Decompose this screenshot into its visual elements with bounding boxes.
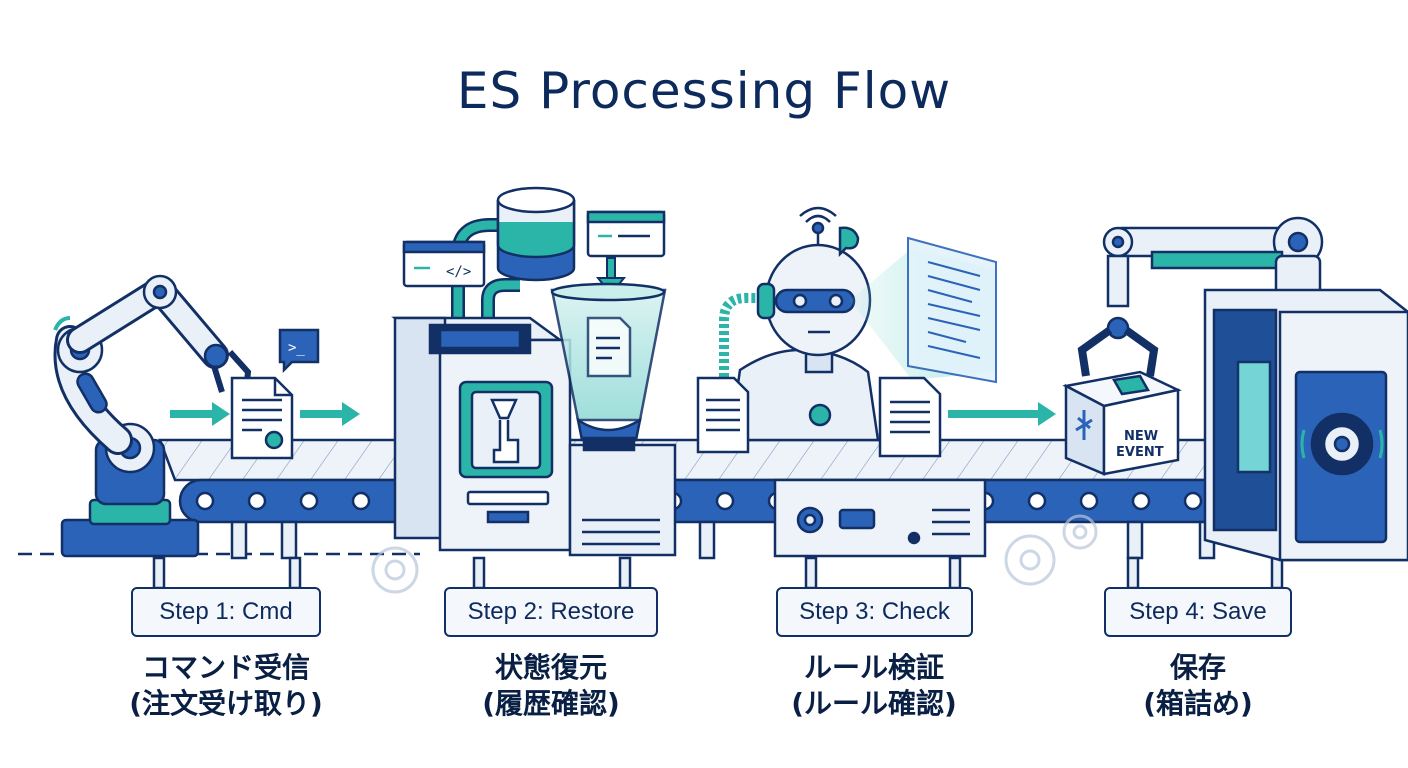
step-4-jp-subtitle: (箱詰め) [1143, 687, 1253, 720]
belt-roller [299, 491, 319, 511]
belt-rollers [195, 491, 1255, 511]
restore-machine [391, 218, 677, 557]
step-4-label: Step 4: Save [1104, 587, 1292, 637]
step-2-jp-subtitle: (履歴確認) [482, 687, 620, 720]
check-console [773, 478, 987, 558]
step-4-description: 保存 (箱詰め) [1068, 650, 1328, 722]
check-document-icon [696, 376, 942, 458]
box-label-line1: NEW [1124, 429, 1158, 444]
step-1-jp-subtitle: (注文受け取り) [129, 687, 323, 720]
database-icon [496, 186, 576, 282]
step-2-description: 状態復元 (履歴確認) [421, 650, 681, 722]
flow-arrow [170, 402, 1056, 426]
order-document-icon [230, 376, 294, 460]
step-1-jp-title: コマンド受信 [141, 651, 310, 684]
storage-vault [1203, 288, 1408, 562]
step-3-jp-title: ルール検証 [803, 651, 944, 684]
rulebook-screen [907, 236, 997, 384]
step-3-jp-subtitle: (ルール確認) [791, 687, 957, 720]
belt-roller [351, 491, 371, 511]
step-1-description: コマンド受信 (注文受け取り) [96, 650, 356, 722]
step-3-label: Step 3: Check [776, 587, 973, 637]
robot-inspector [719, 221, 880, 442]
belt-roller [1079, 491, 1099, 511]
belt-roller [1131, 491, 1151, 511]
box-label-line2: EVENT [1116, 445, 1164, 460]
glass-vessel [550, 282, 667, 452]
svg-text:</>: </> [446, 264, 471, 280]
step-4-jp-title: 保存 [1169, 651, 1226, 684]
step-2-jp-title: 状態復元 [494, 651, 607, 684]
step-3-description: ルール検証 (ルール確認) [744, 650, 1004, 722]
page-title: ES Processing Flow [456, 62, 952, 120]
belt-roller [715, 491, 735, 511]
svg-text:>_: >_ [288, 340, 305, 356]
gear-icon [371, 514, 1098, 594]
belt-roller [247, 491, 267, 511]
belt-roller [1027, 491, 1047, 511]
step-1-label: Step 1: Cmd [131, 587, 321, 637]
terminal-icon: >_ [278, 328, 320, 374]
event-box: NEW EVENT [1062, 370, 1182, 476]
belt-roller [1183, 491, 1203, 511]
step-2-label: Step 2: Restore [444, 587, 658, 637]
wifi-icon [799, 206, 837, 223]
code-window-icon: </> [402, 210, 666, 288]
robot-arm-step1 [53, 274, 252, 558]
belt-roller [195, 491, 215, 511]
